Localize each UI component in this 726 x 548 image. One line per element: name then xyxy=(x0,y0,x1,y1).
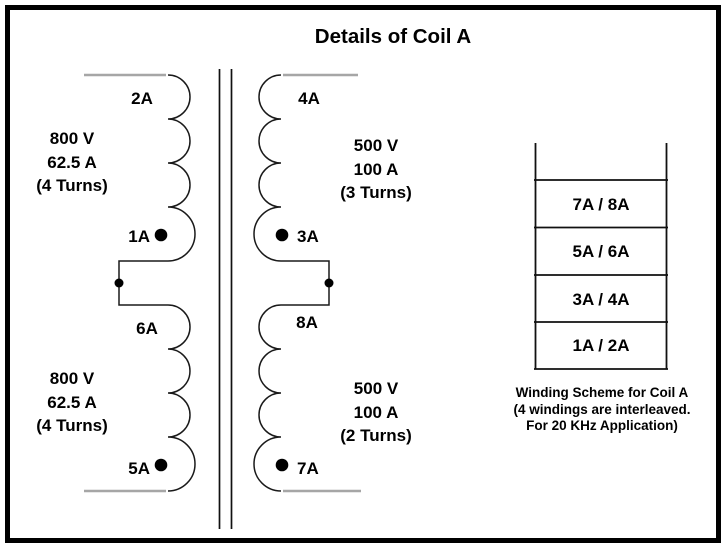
caption-line-1: Winding Scheme for Coil A xyxy=(516,385,689,400)
polarity-dot-1a xyxy=(154,228,168,242)
caption-line-2: (4 windings are interleaved. xyxy=(513,402,690,417)
turns-label: (4 Turns) xyxy=(36,176,107,195)
turns-label: (2 Turns) xyxy=(340,426,411,445)
polarity-dot-7a xyxy=(275,458,289,472)
terminal-label-1a: 1A xyxy=(128,227,150,246)
voltage-label: 500 V xyxy=(354,136,399,155)
terminal-label-6a: 6A xyxy=(136,319,158,338)
right-lower-spec-block: 500 V 100 A (2 Turns) xyxy=(340,379,411,445)
terminal-label-3a: 3A xyxy=(297,227,319,246)
polarity-dot-3a xyxy=(275,228,289,242)
voltage-label: 800 V xyxy=(50,129,95,148)
transformer-core xyxy=(218,69,233,529)
left-winding-column: 2A 1A 6A 5A 800 V 62.5 A (4 Turns) 800 V… xyxy=(36,73,196,493)
voltage-label: 800 V xyxy=(50,369,95,388)
terminal-label-4a: 4A xyxy=(298,89,320,108)
junction-dot-right xyxy=(324,278,334,288)
current-label: 62.5 A xyxy=(47,393,96,412)
terminal-label-8a: 8A xyxy=(296,313,318,332)
terminal-label-5a: 5A xyxy=(128,459,150,478)
current-label: 100 A xyxy=(354,403,399,422)
turns-label: (4 Turns) xyxy=(36,416,107,435)
left-winding-wire xyxy=(118,74,196,492)
right-upper-spec-block: 500 V 100 A (3 Turns) xyxy=(340,136,411,202)
turns-label: (3 Turns) xyxy=(340,183,411,202)
right-winding-wire xyxy=(253,74,330,492)
page-title: Details of Coil A xyxy=(315,25,472,48)
voltage-label: 500 V xyxy=(354,379,399,398)
junction-dot-left xyxy=(114,278,124,288)
left-upper-spec-block: 800 V 62.5 A (4 Turns) xyxy=(36,129,107,195)
terminal-label-7a: 7A xyxy=(297,459,319,478)
scheme-row-3a-4a: 3A / 4A xyxy=(572,290,629,309)
right-winding-column: 4A 3A 8A 7A 500 V 100 A (3 Turns) 500 V … xyxy=(253,73,412,493)
current-label: 100 A xyxy=(354,160,399,179)
scheme-row-7a-8a: 7A / 8A xyxy=(572,195,629,214)
polarity-dot-5a xyxy=(154,458,168,472)
scheme-row-1a-2a: 1A / 2A xyxy=(572,336,629,355)
current-label: 62.5 A xyxy=(47,153,96,172)
scheme-row-5a-6a: 5A / 6A xyxy=(572,242,629,261)
figure-border xyxy=(5,5,721,543)
left-lower-spec-block: 800 V 62.5 A (4 Turns) xyxy=(36,369,107,435)
scheme-caption: Winding Scheme for Coil A (4 windings ar… xyxy=(513,385,690,433)
terminal-label-2a: 2A xyxy=(131,89,153,108)
caption-line-3: For 20 KHz Application) xyxy=(526,418,678,433)
winding-scheme: 7A / 8A 5A / 6A 3A / 4A 1A / 2A Winding … xyxy=(513,143,691,433)
